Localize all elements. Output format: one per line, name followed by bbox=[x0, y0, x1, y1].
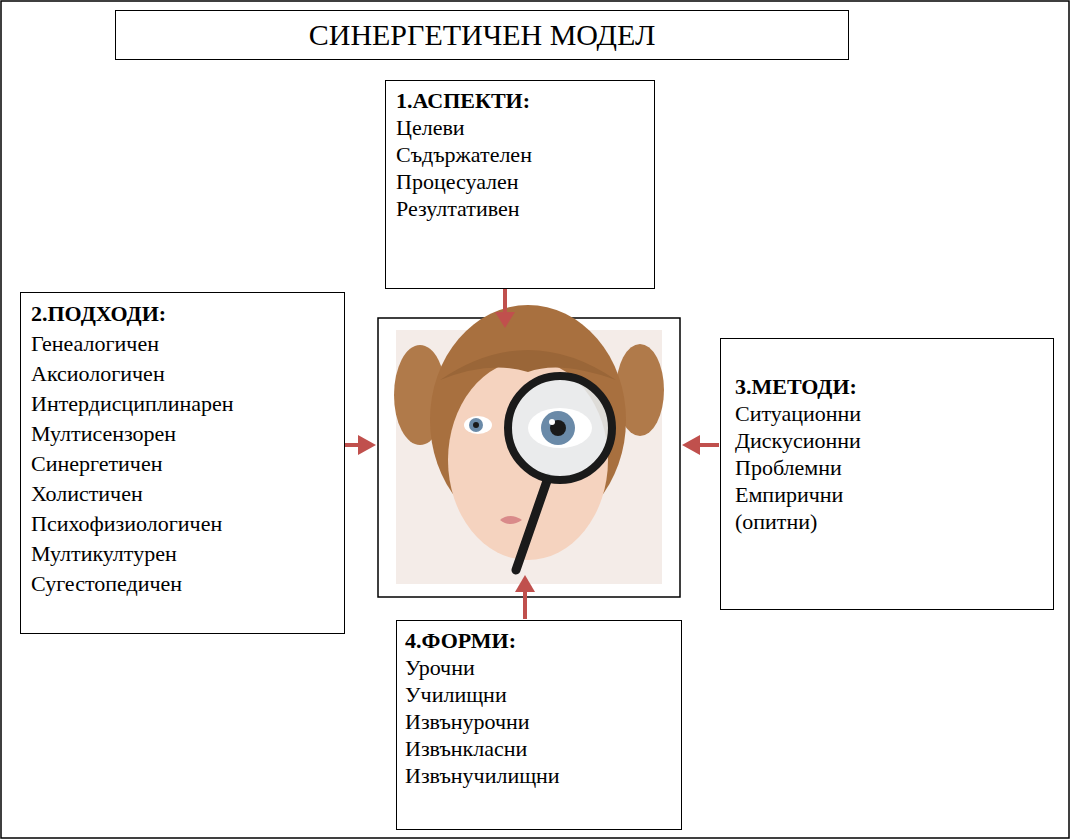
title-text: СИНЕРГЕТИЧЕН МОДЕЛ bbox=[126, 19, 838, 51]
list-item: Аксиологичен bbox=[31, 359, 334, 389]
list-item: Процесуален bbox=[396, 168, 644, 195]
child-picture bbox=[378, 305, 680, 597]
list-item: Психофизиологичен bbox=[31, 509, 334, 539]
list-item: Извънкласни bbox=[405, 735, 673, 762]
list-item: Съдържателен bbox=[396, 141, 644, 168]
forms-box: 4.ФОРМИ:УрочниУчилищниИзвънурочниИзвънкл… bbox=[396, 620, 682, 830]
box-heading: 4.ФОРМИ: bbox=[405, 627, 673, 654]
list-item: (опитни) bbox=[735, 508, 1039, 535]
aspects-box: 1.АСПЕКТИ:ЦелевиСъдържателенПроцесуаленР… bbox=[385, 80, 655, 289]
title-box: СИНЕРГЕТИЧЕН МОДЕЛ bbox=[115, 10, 849, 60]
list-item: Проблемни bbox=[735, 454, 1039, 481]
list-item: Училищни bbox=[405, 681, 673, 708]
methods-box: 3.МЕТОДИ:СитуационниДискусионниПроблемни… bbox=[720, 338, 1054, 610]
list-item: Извънучилищни bbox=[405, 762, 673, 789]
box-heading: 3.МЕТОДИ: bbox=[735, 373, 1039, 400]
list-item: Извънурочни bbox=[405, 708, 673, 735]
list-item: Мултисензорен bbox=[31, 419, 334, 449]
box-heading: 2.ПОДХОДИ: bbox=[31, 299, 334, 329]
list-item: Интердисциплинарен bbox=[31, 389, 334, 419]
list-item: Емпирични bbox=[735, 481, 1039, 508]
list-item: Генеалогичен bbox=[31, 329, 334, 359]
box-heading: 1.АСПЕКТИ: bbox=[396, 87, 644, 114]
list-item: Дискусионни bbox=[735, 427, 1039, 454]
list-item: Холистичен bbox=[31, 479, 334, 509]
list-item: Мултикултурен bbox=[31, 539, 334, 569]
arrows bbox=[343, 289, 719, 619]
approaches-box: 2.ПОДХОДИ:ГенеалогиченАксиологиченИнтерд… bbox=[20, 292, 345, 634]
list-item: Целеви bbox=[396, 114, 644, 141]
list-item: Ситуационни bbox=[735, 400, 1039, 427]
list-item: Урочни bbox=[405, 654, 673, 681]
list-item: Сугестопедичен bbox=[31, 569, 334, 599]
list-item: Синергетичен bbox=[31, 449, 334, 479]
list-item: Резултативен bbox=[396, 195, 644, 222]
